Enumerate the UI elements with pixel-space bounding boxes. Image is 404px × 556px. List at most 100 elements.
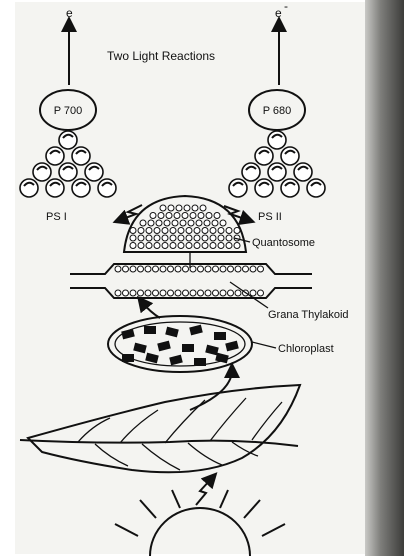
quantosome-particle (190, 213, 196, 219)
pigment-sphere (72, 179, 90, 197)
electron-right-sup: - (284, 0, 288, 13)
quantosome-particle (182, 213, 188, 219)
thylakoid-bead (145, 266, 151, 272)
thylakoid-bead (250, 290, 256, 296)
pigment-sphere (307, 179, 325, 197)
quantosome-particle (226, 243, 232, 249)
granum (133, 343, 147, 354)
quantosome-particle (218, 235, 224, 241)
pigment-sphere (268, 163, 286, 181)
quantosome-particle (188, 220, 194, 226)
thylakoid-bead (123, 266, 129, 272)
quantosome-particle (204, 220, 210, 226)
quantosome-particle (168, 205, 174, 211)
thylakoid-bead (205, 290, 211, 296)
thylakoid-bead (190, 266, 196, 272)
thylakoid-bead (138, 290, 144, 296)
quantosome-particle (138, 228, 144, 234)
pigment-sphere (98, 179, 116, 197)
thylakoid-bead (153, 266, 159, 272)
pigment-sphere (85, 163, 103, 181)
thylakoid-bead (198, 290, 204, 296)
quantosome-particle (154, 228, 160, 234)
thylakoid-bead (168, 290, 174, 296)
granum (189, 325, 203, 336)
quantosome-particle (150, 213, 156, 219)
ps1-label: PS I (46, 211, 67, 223)
quantosome-particle (166, 213, 172, 219)
pigment-sphere (59, 163, 77, 181)
thylakoid-bead (183, 290, 189, 296)
quantosome-particle (170, 243, 176, 249)
thylakoid-beads (115, 266, 264, 296)
thylakoid-bead (228, 290, 234, 296)
chloroplast-leader (252, 342, 276, 348)
electron-left-label: e (66, 6, 73, 20)
quantosome-particle (162, 228, 168, 234)
quantosome-particle (160, 205, 166, 211)
quantosome-particle (138, 235, 144, 241)
quantosome-particle (130, 235, 136, 241)
pigment-sphere (255, 147, 273, 165)
thylakoid-bead (228, 266, 234, 272)
quantosome-particle (198, 213, 204, 219)
quantosome-particle (202, 243, 208, 249)
granum (225, 341, 239, 352)
thylakoid-bead (175, 290, 181, 296)
thylakoid-bead (220, 290, 226, 296)
granum (205, 345, 219, 356)
quantosome-particle (226, 235, 232, 241)
sphere-cluster-icon-ps2 (229, 131, 325, 197)
pigment-sphere (46, 147, 64, 165)
thylakoid-bead (190, 290, 196, 296)
quantosome-particle (172, 220, 178, 226)
p680-label: P 680 (263, 105, 292, 117)
quantosome-particle (148, 220, 154, 226)
quantosome-particle (186, 228, 192, 234)
arrow-to-thylakoid (142, 302, 160, 318)
quantosome-particle (206, 213, 212, 219)
quantosome-particle (146, 228, 152, 234)
quantosome-particle (146, 243, 152, 249)
quantosome-particle (138, 243, 144, 249)
thylakoid-bead (258, 290, 264, 296)
pigment-sphere (46, 179, 64, 197)
quantosome-particle (210, 235, 216, 241)
thylakoid-bead (123, 290, 129, 296)
electron-right-label: e (275, 6, 282, 20)
thylakoid-bead (160, 290, 166, 296)
thylakoid-bead (145, 290, 151, 296)
quantosome-particle (234, 228, 240, 234)
thylakoid-bead (153, 290, 159, 296)
arrow-to-chloroplast (190, 370, 232, 410)
quantosome-particle (154, 243, 160, 249)
sphere-cluster-icon-ps1 (20, 131, 116, 197)
thylakoid-bead (130, 290, 136, 296)
quantosome-particle (178, 243, 184, 249)
quantosome-particle (194, 228, 200, 234)
granum (214, 332, 226, 340)
quantosome-particles (130, 205, 240, 249)
thylakoid-bead (175, 266, 181, 272)
quantosome-particle (170, 235, 176, 241)
quantosome-particle (234, 243, 240, 249)
quantosome-particle (192, 205, 198, 211)
thylakoid-bead (235, 290, 241, 296)
quantosome-particle (170, 228, 176, 234)
quantosome-particle (130, 228, 136, 234)
quantosome-particle (158, 213, 164, 219)
thylakoid-bead (183, 266, 189, 272)
quantosome-particle (196, 220, 202, 226)
thylakoid-bead (205, 266, 211, 272)
quantosome-particle (220, 220, 226, 226)
quantosome-label: Quantosome (252, 237, 315, 249)
p700-label: P 700 (54, 105, 83, 117)
quantosome-particle (162, 235, 168, 241)
granum (194, 358, 206, 366)
thylakoid-bead (220, 266, 226, 272)
pigment-sphere (33, 163, 51, 181)
thylakoid-bead (115, 266, 121, 272)
quantosome-particle (210, 228, 216, 234)
quantosome-particle (162, 243, 168, 249)
